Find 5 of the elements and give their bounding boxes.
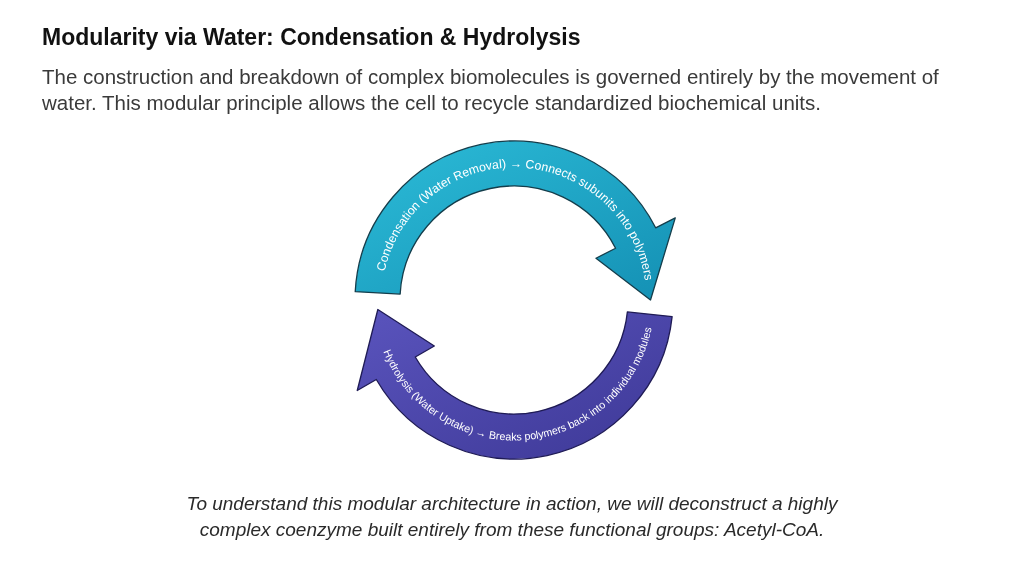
curved-arrow bbox=[354, 140, 676, 301]
caption-text: To understand this modular architecture in action, we will deconstruct a highly complex coenzyme built entirely from these functional groups: Acetyl-CoA. bbox=[185, 492, 840, 542]
slide-title: Modularity via Water: Condensation & Hydrolysis bbox=[42, 24, 581, 51]
intro-paragraph: The construction and breakdown of complex biomolecules is governed entirely by the movement of water. This modular principle allows the cell to recycle standardized biochemical units. bbox=[42, 64, 940, 117]
curved-arrow bbox=[356, 308, 673, 460]
